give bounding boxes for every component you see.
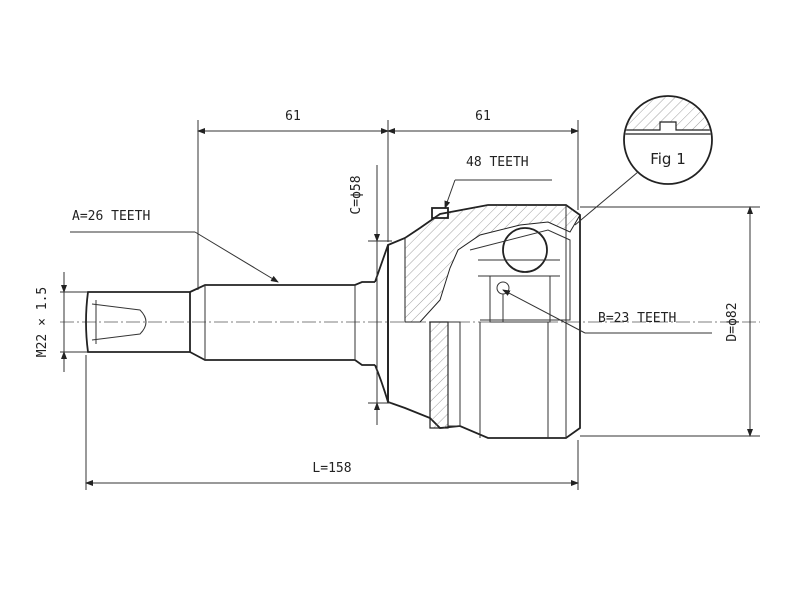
dimension-diameter-c: C=ϕ58	[349, 165, 392, 425]
teeth-a-label: A=26 TEETH	[72, 209, 150, 224]
fig1-detail: Fig 1	[574, 95, 713, 226]
threaded-stub	[85, 291, 191, 353]
total-length-label: L=158	[312, 461, 351, 476]
callout-teeth-a: A=26 TEETH	[70, 209, 279, 283]
left-length-label: 61	[285, 109, 301, 124]
dimension-right-61: 61	[387, 109, 579, 210]
dimension-left-61: 61	[197, 109, 389, 290]
shaft	[189, 244, 389, 403]
teeth-48-label: 48 TEETH	[466, 155, 529, 170]
right-length-label: 61	[475, 109, 491, 124]
diameter-c-label: C=ϕ58	[349, 175, 364, 214]
diameter-d-label: D=ϕ82	[725, 302, 740, 341]
thread-label: M22 × 1.5	[35, 287, 50, 357]
dimension-total-length: L=158	[85, 355, 579, 490]
abs-ring	[429, 321, 449, 429]
callout-teeth-b: B=23 TEETH	[502, 289, 712, 334]
outer-housing	[387, 204, 581, 439]
dimension-thread: M22 × 1.5	[35, 272, 88, 372]
fig1-label: Fig 1	[650, 150, 686, 168]
callout-teeth-48: 48 TEETH	[444, 155, 552, 209]
teeth-b-label: B=23 TEETH	[598, 311, 676, 326]
dimension-diameter-d: D=ϕ82	[580, 206, 760, 437]
